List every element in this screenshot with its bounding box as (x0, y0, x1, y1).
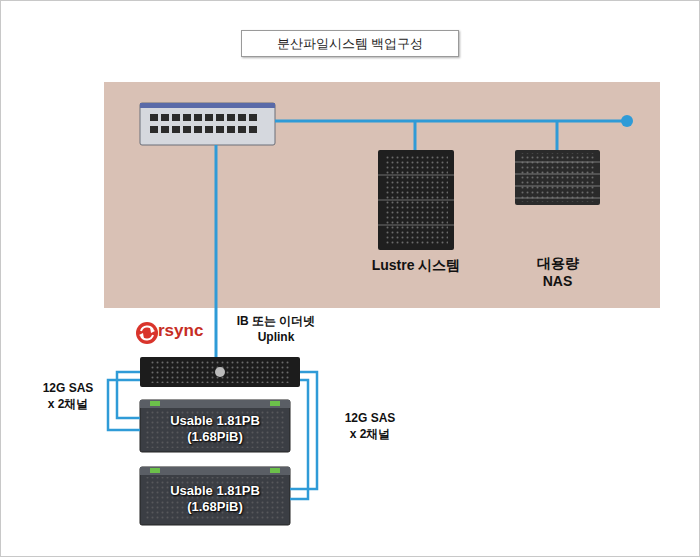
node-text: 대용량 NAS (528, 255, 588, 290)
enclosure-top (140, 400, 290, 408)
enclosure-body (140, 467, 290, 525)
bus-end-dot (621, 115, 633, 127)
icon-arrowhead (150, 327, 155, 333)
node-text: Lustre 시스템 (372, 257, 461, 275)
server-body (378, 150, 454, 250)
bus-line (275, 120, 627, 123)
server-divider (378, 175, 454, 225)
network-panel (104, 82, 660, 308)
node-text: rsync (140, 320, 203, 341)
node-text: Usable 1.81PB (1.68PiB) (165, 483, 265, 516)
icon-circle (136, 322, 158, 344)
switch-top (140, 103, 275, 108)
bus-drop (414, 121, 417, 150)
nas-storage (515, 150, 600, 205)
network-wire (216, 121, 627, 357)
enclosure-tab (270, 468, 280, 473)
bus-drop (556, 121, 559, 150)
sas-cable (290, 372, 317, 499)
nas-bezel (519, 153, 596, 202)
diagram-title-box: 분산파일시스템 백업구성 (241, 30, 459, 57)
nas-body (515, 150, 600, 205)
server-body (140, 357, 300, 387)
enclosure-top (140, 467, 290, 475)
lustre-server (378, 150, 454, 250)
enclosure-tab (150, 468, 160, 473)
enclosure-tab (150, 401, 160, 406)
switch-body (140, 103, 275, 145)
server-badge (215, 367, 225, 377)
backup-server (140, 357, 300, 387)
cable-label: 12G SAS x 2채널 (340, 411, 400, 442)
server-bezel (150, 361, 290, 383)
enclosure-bezel (145, 477, 285, 521)
enclosure-tab (270, 401, 280, 406)
storage-node: Usable 1.81PB (1.68PiB) (140, 467, 290, 525)
uplink-label: IB 또는 이더넷 Uplink (228, 314, 324, 345)
cable-label: 12G SAS x 2채널 (38, 381, 98, 412)
network-switch (140, 103, 275, 145)
diagram-title: 분산파일시스템 백업구성 (277, 35, 424, 53)
storage-enclosure (140, 400, 290, 452)
nas-divider (515, 162, 600, 198)
lustre-system-node: Lustre 시스템 (360, 148, 472, 274)
nas-node: 대용량 NAS (505, 148, 610, 290)
storage-enclosure (140, 467, 290, 525)
enclosure-body (140, 400, 290, 452)
sas-cable (108, 372, 140, 430)
storage-node: Usable 1.81PB (1.68PiB) (140, 400, 290, 452)
icon-arrowhead (139, 333, 144, 339)
switch-ports (150, 114, 260, 134)
uplink-line (215, 145, 218, 357)
node-text: Usable 1.81PB (1.68PiB) (165, 413, 265, 446)
rsync-icon (136, 322, 158, 344)
enclosure-bezel (145, 410, 285, 448)
